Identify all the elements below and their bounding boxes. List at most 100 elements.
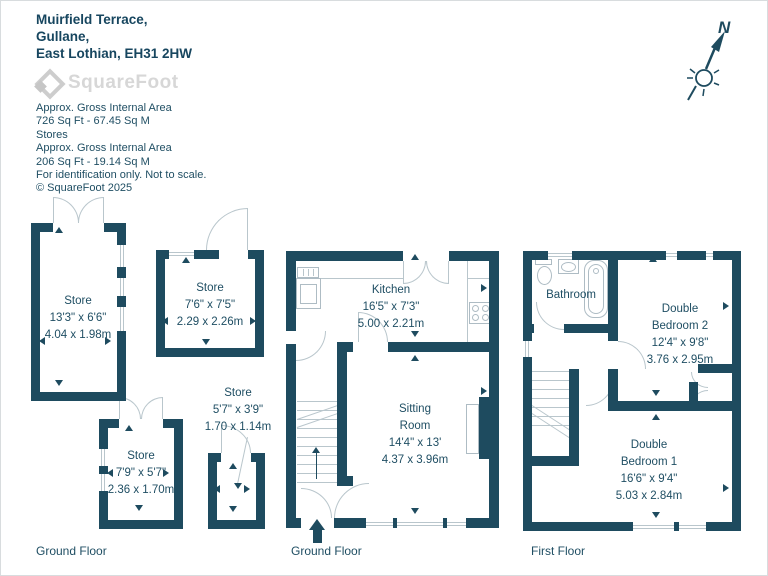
door-leaf [358, 312, 359, 342]
window-glazing [633, 525, 706, 526]
dimension-arrow [125, 425, 133, 431]
dimension-arrow [229, 506, 237, 512]
compass-svg: N [687, 18, 731, 101]
window-glazing [633, 528, 706, 529]
dimension-arrow [229, 463, 237, 469]
room-name: Bedroom 2 [651, 320, 709, 332]
store-d-label: Store 5'7" x 3'9" 1.70 x 1.14m [205, 385, 271, 436]
window-glazing [548, 253, 572, 254]
wall-segment [608, 369, 618, 411]
door-arc [296, 331, 326, 361]
wall-segment [449, 251, 499, 261]
wall-segment [689, 382, 698, 411]
address-line: Gullane, [36, 29, 90, 44]
door-arc [426, 261, 449, 284]
hob-ring [482, 314, 489, 321]
wall-segment [523, 456, 579, 466]
info-line: 726 Sq Ft - 67.45 Sq M [36, 115, 150, 128]
dimension-arrow [526, 484, 532, 492]
door-arc [206, 208, 248, 250]
door-arc [403, 261, 426, 284]
window-glazing [528, 341, 529, 357]
counter-line [467, 278, 489, 279]
chimney-breast [479, 397, 489, 459]
dimension-arrow [55, 380, 63, 386]
wall-segment [286, 251, 403, 261]
window-glazing [120, 245, 121, 331]
wall-segment [388, 342, 499, 352]
wall-segment [31, 223, 53, 232]
wall-segment [31, 392, 126, 401]
wall-segment [337, 342, 347, 484]
wall-segment [99, 491, 108, 529]
door-arc [618, 341, 646, 369]
wall-segment [117, 296, 126, 307]
window-glazing [366, 522, 466, 523]
room-dims-imperial: 7'6" x 7'5" [184, 299, 236, 311]
window-glazing [666, 253, 677, 254]
wall-segment [31, 223, 40, 401]
dimension-arrow [652, 512, 660, 518]
dimension-arrow [182, 257, 190, 263]
wall-segment [706, 522, 741, 531]
room-dims-metric: 5.00 x 2.21m [357, 318, 425, 330]
room-dims-imperial: 14'4" x 13' [388, 437, 442, 449]
room-name: Bedroom 1 [620, 456, 678, 468]
room-name: Kitchen [371, 284, 411, 296]
ground-floor-left-label: Ground Floor [36, 544, 107, 558]
basin-bowl [561, 262, 576, 272]
info-line: Approx. Gross Internal Area [36, 102, 172, 114]
door-leaf [221, 425, 222, 453]
squarefoot-logo: SquareFoot [34, 68, 196, 100]
dimension-arrow [411, 355, 419, 361]
address-line: East Lothian, EH31 2HW [36, 46, 193, 61]
toilet-icon [537, 266, 552, 285]
door-leaf [247, 208, 248, 250]
dimension-arrow [289, 283, 295, 291]
wall-segment [713, 251, 741, 260]
room-name: Store [127, 450, 155, 462]
dimension-arrow [250, 317, 256, 325]
bedroom1-label: Double Bedroom 1 16'6" x 9'4" 5.03 x 2.8… [616, 437, 682, 505]
wall-segment [286, 344, 296, 528]
room-dims-metric: 5.03 x 2.84m [615, 490, 683, 502]
door-leaf [119, 397, 120, 419]
wall-segment [117, 223, 126, 245]
room-name: Sitting [399, 403, 431, 415]
room-dims-metric: 4.37 x 3.96m [381, 454, 449, 466]
wall-segment [117, 331, 126, 401]
window-glazing [706, 256, 713, 257]
wall-segment [698, 364, 732, 373]
wall-segment [286, 518, 301, 528]
room-dims-imperial: 13'3" x 6'6" [49, 312, 107, 324]
sink-basin [300, 284, 317, 304]
window-glazing [366, 525, 466, 526]
info-line: For identification only. Not to scale. [36, 169, 207, 182]
wall-segment [99, 419, 119, 428]
kitchen-label: Kitchen 16'5" x 7'3" 5.00 x 2.21m [358, 282, 424, 333]
dimension-arrow [135, 505, 143, 511]
wall-segment [156, 348, 264, 357]
door-arc [301, 488, 332, 518]
dimension-arrow [163, 469, 169, 477]
wall-segment [732, 251, 741, 531]
hob-ring [472, 305, 479, 312]
dimension-arrow [162, 317, 168, 325]
bathroom-label: Bathroom [546, 287, 596, 304]
window-glazing [169, 255, 194, 256]
wall-segment [572, 251, 666, 260]
wall-segment [466, 518, 499, 528]
room-dims-metric: 2.29 x 2.26m [176, 316, 244, 328]
counter-line [321, 278, 403, 279]
wall-segment [569, 369, 579, 464]
wall-segment [99, 520, 183, 529]
dimension-arrow [39, 337, 45, 345]
room-dims-imperial: 7'9" x 5'7" [115, 467, 167, 479]
wall-segment [523, 251, 548, 260]
dimension-arrow [411, 331, 419, 337]
door-leaf [448, 261, 449, 284]
dimension-arrow [652, 390, 660, 396]
wall-segment [337, 476, 353, 486]
window-glazing [548, 256, 572, 257]
